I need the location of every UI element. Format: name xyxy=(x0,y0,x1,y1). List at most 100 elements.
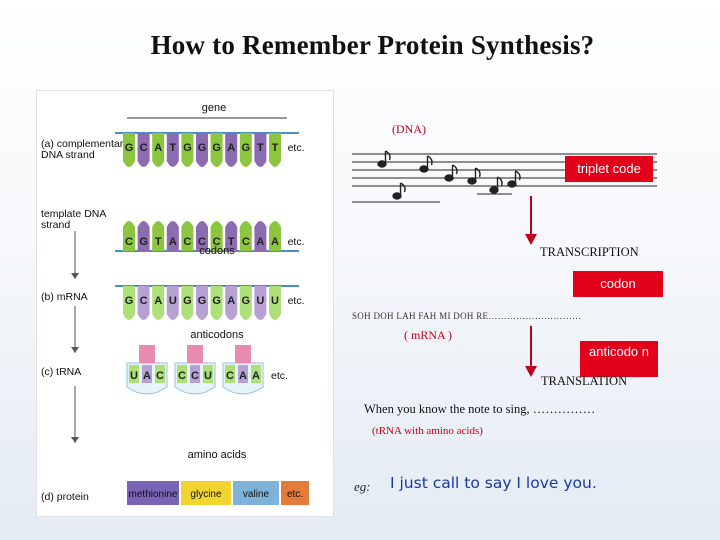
nucleotide-shape xyxy=(196,133,208,167)
down-arrow-icon xyxy=(525,326,537,377)
amino-acid-block xyxy=(233,481,279,505)
lyric-example: I just call to say I love you. xyxy=(390,474,597,492)
music-note-icon xyxy=(489,176,503,194)
base-letter: A xyxy=(154,295,162,307)
music-note-icon xyxy=(392,182,406,200)
nucleotide-shape xyxy=(239,133,252,167)
nucleotide-shape xyxy=(254,133,267,167)
row-label: DNA strand xyxy=(41,149,95,161)
transcription-label: TRANSCRIPTION xyxy=(540,245,639,259)
base-letter: A xyxy=(256,236,264,248)
base-letter: C xyxy=(140,142,148,154)
dna-label: (DNA) xyxy=(392,122,426,136)
nucleotide-shape xyxy=(123,286,135,320)
translation-label: TRANSLATION xyxy=(541,374,628,388)
base-letter: G xyxy=(212,295,221,307)
base-letter: T xyxy=(169,142,176,154)
base-letter: C xyxy=(178,370,186,382)
base-letter: G xyxy=(139,236,148,248)
mnemonic-sentence: When you know the note to sing, …………… xyxy=(364,402,596,416)
etc-label: etc. xyxy=(288,142,305,154)
mrna-label: ( mRNA ) xyxy=(404,328,452,342)
anticodon-base xyxy=(155,365,165,383)
nucleotide-shape xyxy=(152,133,165,167)
anticodon-base xyxy=(190,365,200,383)
base-letter: G xyxy=(212,142,221,154)
protein-label: (d) protein xyxy=(41,491,89,503)
nucleotide-shape xyxy=(239,286,252,320)
etc-label: etc. xyxy=(288,295,305,307)
base-letter: A xyxy=(271,236,279,248)
nucleotide-shape xyxy=(210,286,223,320)
base-letter: C xyxy=(198,236,206,248)
nucleotide-shape xyxy=(269,221,281,251)
nucleotide-shape xyxy=(181,133,194,167)
music-note-icon xyxy=(419,155,433,173)
nucleotide-shape xyxy=(196,221,208,251)
music-notes xyxy=(377,150,521,200)
nucleotide-shape xyxy=(269,286,281,320)
anticodon-base xyxy=(238,365,248,383)
example-label: eg: xyxy=(354,479,371,494)
anticodon-base xyxy=(203,365,213,383)
anticodon-base xyxy=(129,365,139,383)
codons-label: codons xyxy=(199,245,235,257)
nucleotide-shape xyxy=(166,286,179,320)
base-letter: C xyxy=(156,370,164,382)
row-label: (a) complementary xyxy=(41,138,129,150)
page-title: How to Remember Protein Synthesis? xyxy=(150,30,595,60)
base-letter: T xyxy=(155,236,162,248)
base-letter: G xyxy=(198,295,207,307)
trna-label: (tRNA with amino acids) xyxy=(372,425,483,437)
base-letter: G xyxy=(242,142,251,154)
base-letter: G xyxy=(198,142,207,154)
base-letter: U xyxy=(169,295,177,307)
row-label: (c) tRNA xyxy=(41,366,81,378)
row-label: strand xyxy=(41,219,70,231)
anticodon-base xyxy=(142,365,152,383)
base-letter: A xyxy=(169,236,177,248)
base-letter: A xyxy=(252,370,260,382)
nucleotide-shape xyxy=(166,221,179,251)
etc-label: etc. xyxy=(271,370,288,382)
base-letter: A xyxy=(239,370,247,382)
nucleotide-shape xyxy=(123,221,135,251)
base-letter: G xyxy=(242,295,251,307)
base-letter: A xyxy=(143,370,151,382)
nucleotide-shape xyxy=(269,133,281,167)
nucleotide-shape xyxy=(254,221,267,251)
music-note-icon xyxy=(467,167,481,185)
base-letter: C xyxy=(140,295,148,307)
base-letter: U xyxy=(256,295,264,307)
nucleotide-shape xyxy=(239,221,252,251)
process-arrow-head xyxy=(71,347,79,353)
anticodon-box: anticodo n xyxy=(580,341,658,377)
amino-acid-block xyxy=(181,481,231,505)
nucleotide-shape xyxy=(181,286,194,320)
base-letter: C xyxy=(191,370,199,382)
base-letter: G xyxy=(125,142,134,154)
base-letter: C xyxy=(242,236,250,248)
base-letter: U xyxy=(204,370,212,382)
base-letter: G xyxy=(125,295,134,307)
solfege-line: SOH DOH LAH FAH MI DOH RE………………………… xyxy=(352,311,582,321)
nucleotide-shape xyxy=(152,221,165,251)
anticodon-base xyxy=(251,365,261,383)
nucleotide-shape xyxy=(225,286,238,320)
nucleotide-shape xyxy=(225,221,238,251)
base-letter: A xyxy=(154,142,162,154)
trna-stem xyxy=(235,345,251,363)
base-letter: G xyxy=(183,142,192,154)
music-note-icon xyxy=(377,150,391,168)
base-letter: C xyxy=(213,236,221,248)
nucleotide-shape xyxy=(166,133,179,167)
base-letter: G xyxy=(183,295,192,307)
nucleotide-shape xyxy=(181,221,194,251)
amino-acid-label: valine xyxy=(243,489,270,500)
codon-box: codon xyxy=(573,271,663,297)
nucleotide-shape xyxy=(196,286,208,320)
anticodons-label: anticodons xyxy=(190,329,244,341)
trna-stem xyxy=(139,345,155,363)
base-letter: C xyxy=(125,236,133,248)
music-note-icon xyxy=(444,164,458,182)
